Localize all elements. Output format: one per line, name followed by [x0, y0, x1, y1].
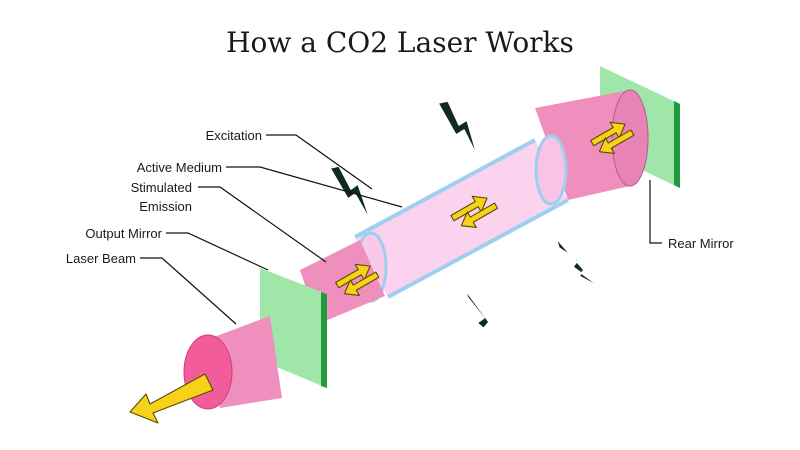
lightning-bolt-icon: [463, 287, 506, 347]
output-arrow-icon: [129, 373, 214, 424]
active-medium-tube: [354, 134, 569, 303]
page-title: How a CO2 Laser Works: [226, 26, 574, 59]
lightning-bolt-icon: [329, 165, 372, 223]
label-emission: Emission: [139, 199, 192, 214]
rear-mirror-leader: [649, 180, 662, 244]
output-mirror: [260, 268, 327, 388]
photon-arrow-icon: [590, 121, 635, 155]
label-excitation: Excitation: [206, 128, 262, 143]
excitation-leader: [266, 134, 373, 190]
photon-arrow-icon: [450, 195, 499, 229]
lightning-bolt-icon: [437, 100, 479, 159]
label-stimulated: Stimulated: [131, 180, 192, 195]
label-laser-beam: Laser Beam: [66, 251, 136, 266]
active-medium-leader: [226, 166, 403, 208]
laser-beam-leader: [140, 257, 237, 325]
lightning-bolt-icon: [555, 237, 604, 290]
output-mirror-leader: [166, 232, 269, 271]
stimulated-emission-leader: [198, 186, 327, 263]
photon-arrow-icon: [335, 263, 380, 297]
label-active-medium: Active Medium: [137, 160, 222, 175]
label-rear-mirror: Rear Mirror: [668, 236, 734, 251]
label-output-mirror: Output Mirror: [85, 226, 162, 241]
